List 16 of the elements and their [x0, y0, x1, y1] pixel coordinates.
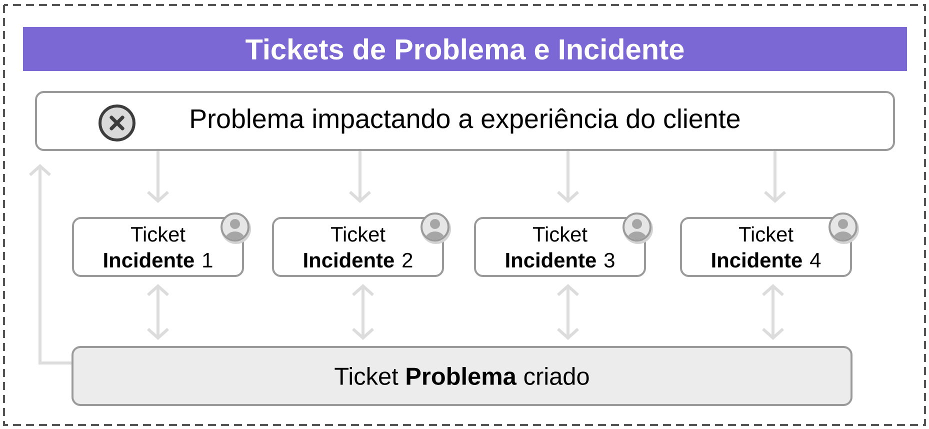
double-arrow [762, 284, 784, 340]
arrow [764, 151, 786, 203]
arrow [349, 151, 371, 203]
double-arrow [352, 284, 374, 340]
title-banner: Tickets de Problema e Incidente [23, 27, 908, 71]
ticket-box: Ticket Incidente 4 [680, 217, 852, 277]
ticket-box: Ticket Incidente 2 [272, 217, 444, 277]
statement-box: Problema impactando a experiência do cliente [35, 91, 896, 151]
ticket-box: Ticket Incidente 3 [474, 217, 646, 277]
ticket-box: Ticket Incidente 1 [72, 217, 244, 277]
double-arrow [147, 284, 169, 340]
double-arrow [557, 284, 579, 340]
process-box: Ticket Problema criado [72, 346, 852, 406]
arrow [29, 164, 72, 364]
arrow [557, 151, 579, 203]
arrow [147, 151, 169, 203]
